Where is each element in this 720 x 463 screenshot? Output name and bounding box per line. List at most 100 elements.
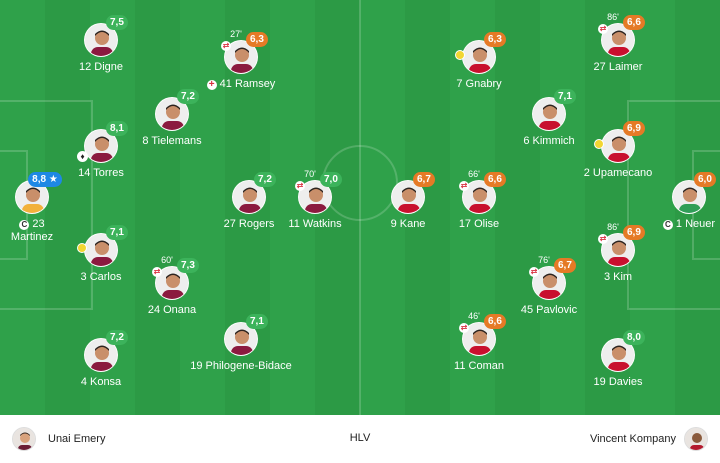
player-name: 1 Neuer bbox=[675, 218, 716, 230]
player-name-row: 12 Digne bbox=[21, 61, 181, 74]
player-rating: 8,8 ★ bbox=[28, 172, 62, 187]
rating-value: 7,5 bbox=[110, 17, 124, 28]
player-name: 17 Olise bbox=[458, 218, 500, 230]
player-rating: 6,9 bbox=[623, 121, 645, 136]
player-name: 14 Torres bbox=[78, 167, 124, 179]
boot-icon: ♦ bbox=[77, 151, 88, 162]
rating-value: 7,3 bbox=[181, 260, 195, 271]
player-rating: 6,7 bbox=[413, 172, 435, 187]
player-name: 45 Pavlovic bbox=[520, 304, 578, 316]
rating-value: 7,0 bbox=[324, 174, 338, 185]
yellow-card-icon bbox=[77, 243, 87, 253]
yellow-card-icon bbox=[455, 50, 465, 60]
player-avatar[interactable] bbox=[155, 266, 189, 300]
player-name-row: 17 Olise bbox=[399, 218, 559, 231]
player-name-row: 4 Konsa bbox=[21, 376, 181, 389]
substitution-out-icon: ⇄ bbox=[295, 181, 305, 191]
player-rating: 7,2 bbox=[254, 172, 276, 187]
coaches-bar: Unai Emery HLV Vincent Kompany bbox=[0, 415, 720, 463]
rating-value: 7,2 bbox=[181, 91, 195, 102]
player-name: 6 Kimmich bbox=[523, 135, 575, 147]
substitution-out-icon: ⇄ bbox=[529, 267, 539, 277]
pitch-stripe bbox=[135, 0, 180, 415]
rating-value: 7,1 bbox=[250, 316, 264, 327]
rating-value: 6,9 bbox=[627, 123, 641, 134]
substitution-time: 86' bbox=[607, 222, 619, 232]
right-penalty-area bbox=[627, 100, 720, 310]
rating-value: 6,7 bbox=[417, 174, 431, 185]
rating-value: 6,6 bbox=[627, 17, 641, 28]
player-name: 24 Onana bbox=[147, 304, 197, 316]
coach-avatar bbox=[12, 427, 36, 451]
player-name-row: 19 Philogene-Bidace bbox=[161, 360, 321, 373]
substitution-out-icon: ⇄ bbox=[459, 181, 469, 191]
substitution-time: 60' bbox=[161, 255, 173, 265]
player-rating: 7,1 bbox=[246, 314, 268, 329]
player-name-row: 3 Kim bbox=[538, 271, 698, 284]
substitution-time: 86' bbox=[607, 12, 619, 22]
rating-value: 6,6 bbox=[488, 174, 502, 185]
player-name-row: 14 Torres bbox=[21, 167, 181, 180]
substitution-time: 66' bbox=[468, 169, 480, 179]
substitution-out-icon: ⇄ bbox=[459, 323, 469, 333]
rating-value: 6,7 bbox=[558, 260, 572, 271]
player-name-row: +41 Ramsey bbox=[161, 78, 321, 91]
player-name: 3 Kim bbox=[603, 271, 633, 283]
player-name: 4 Konsa bbox=[80, 376, 122, 388]
player-name-row: 11 Coman bbox=[399, 360, 559, 373]
player-rating: 6,3 bbox=[484, 32, 506, 47]
pitch-stripe bbox=[495, 0, 540, 415]
substitution-in-icon: + bbox=[206, 80, 217, 90]
player-name-row: 8 Tielemans bbox=[92, 135, 252, 148]
player-rating: 7,2 bbox=[177, 89, 199, 104]
player-avatar[interactable] bbox=[672, 180, 706, 214]
player-rating: 6,3 bbox=[246, 32, 268, 47]
coach-name: Vincent Kompany bbox=[589, 433, 676, 445]
substitution-time: 70' bbox=[304, 169, 316, 179]
player-rating: 6,7 bbox=[554, 258, 576, 273]
rating-value: 6,3 bbox=[250, 34, 264, 45]
coach-label: HLV bbox=[349, 432, 371, 444]
substitution-time: 27' bbox=[230, 29, 242, 39]
player-rating: 7,0 bbox=[320, 172, 342, 187]
player-name-row: 2 Upamecano bbox=[538, 167, 698, 180]
player-name: 23 Martinez bbox=[10, 218, 54, 243]
player-rating: 7,3 bbox=[177, 258, 199, 273]
pitch-stripe bbox=[45, 0, 90, 415]
yellow-card-icon bbox=[594, 139, 604, 149]
rating-value: 7,2 bbox=[258, 174, 272, 185]
player-rating: 8,1 bbox=[106, 121, 128, 136]
left-penalty-area bbox=[0, 100, 93, 310]
player-name: 11 Coman bbox=[454, 360, 504, 372]
rating-value: 6,0 bbox=[698, 174, 712, 185]
rating-value: 7,1 bbox=[110, 227, 124, 238]
rating-value: 7,2 bbox=[110, 332, 124, 343]
player-name-row: 27 Rogers bbox=[169, 218, 329, 231]
player-name: 19 Philogene-Bidace bbox=[190, 360, 292, 372]
player-rating: 6,9 bbox=[623, 225, 645, 240]
star-icon: ★ bbox=[46, 174, 58, 185]
rating-value: 7,1 bbox=[558, 91, 572, 102]
rating-value: 6,6 bbox=[488, 316, 502, 327]
player-avatar[interactable] bbox=[84, 129, 118, 163]
rating-value: 8,0 bbox=[627, 332, 641, 343]
captain-icon: C bbox=[19, 220, 30, 230]
substitution-out-icon: ⇄ bbox=[598, 234, 608, 244]
player-rating: 7,1 bbox=[554, 89, 576, 104]
coach-name: Unai Emery bbox=[48, 433, 106, 445]
player-rating: 7,5 bbox=[106, 15, 128, 30]
away-coach[interactable]: Vincent Kompany bbox=[590, 427, 708, 451]
home-coach[interactable]: Unai Emery bbox=[12, 427, 105, 451]
rating-value: 6,9 bbox=[627, 227, 641, 238]
coach-avatar bbox=[684, 427, 708, 451]
substitution-out-icon: ⇄ bbox=[221, 41, 231, 51]
substitution-out-icon: ⇄ bbox=[152, 267, 162, 277]
player-rating: 7,2 bbox=[106, 330, 128, 345]
player-name-row: 27 Laimer bbox=[538, 61, 698, 74]
substitution-time: 76' bbox=[538, 255, 550, 265]
substitution-time: 46' bbox=[468, 311, 480, 321]
player-name: 27 Laimer bbox=[593, 61, 643, 73]
